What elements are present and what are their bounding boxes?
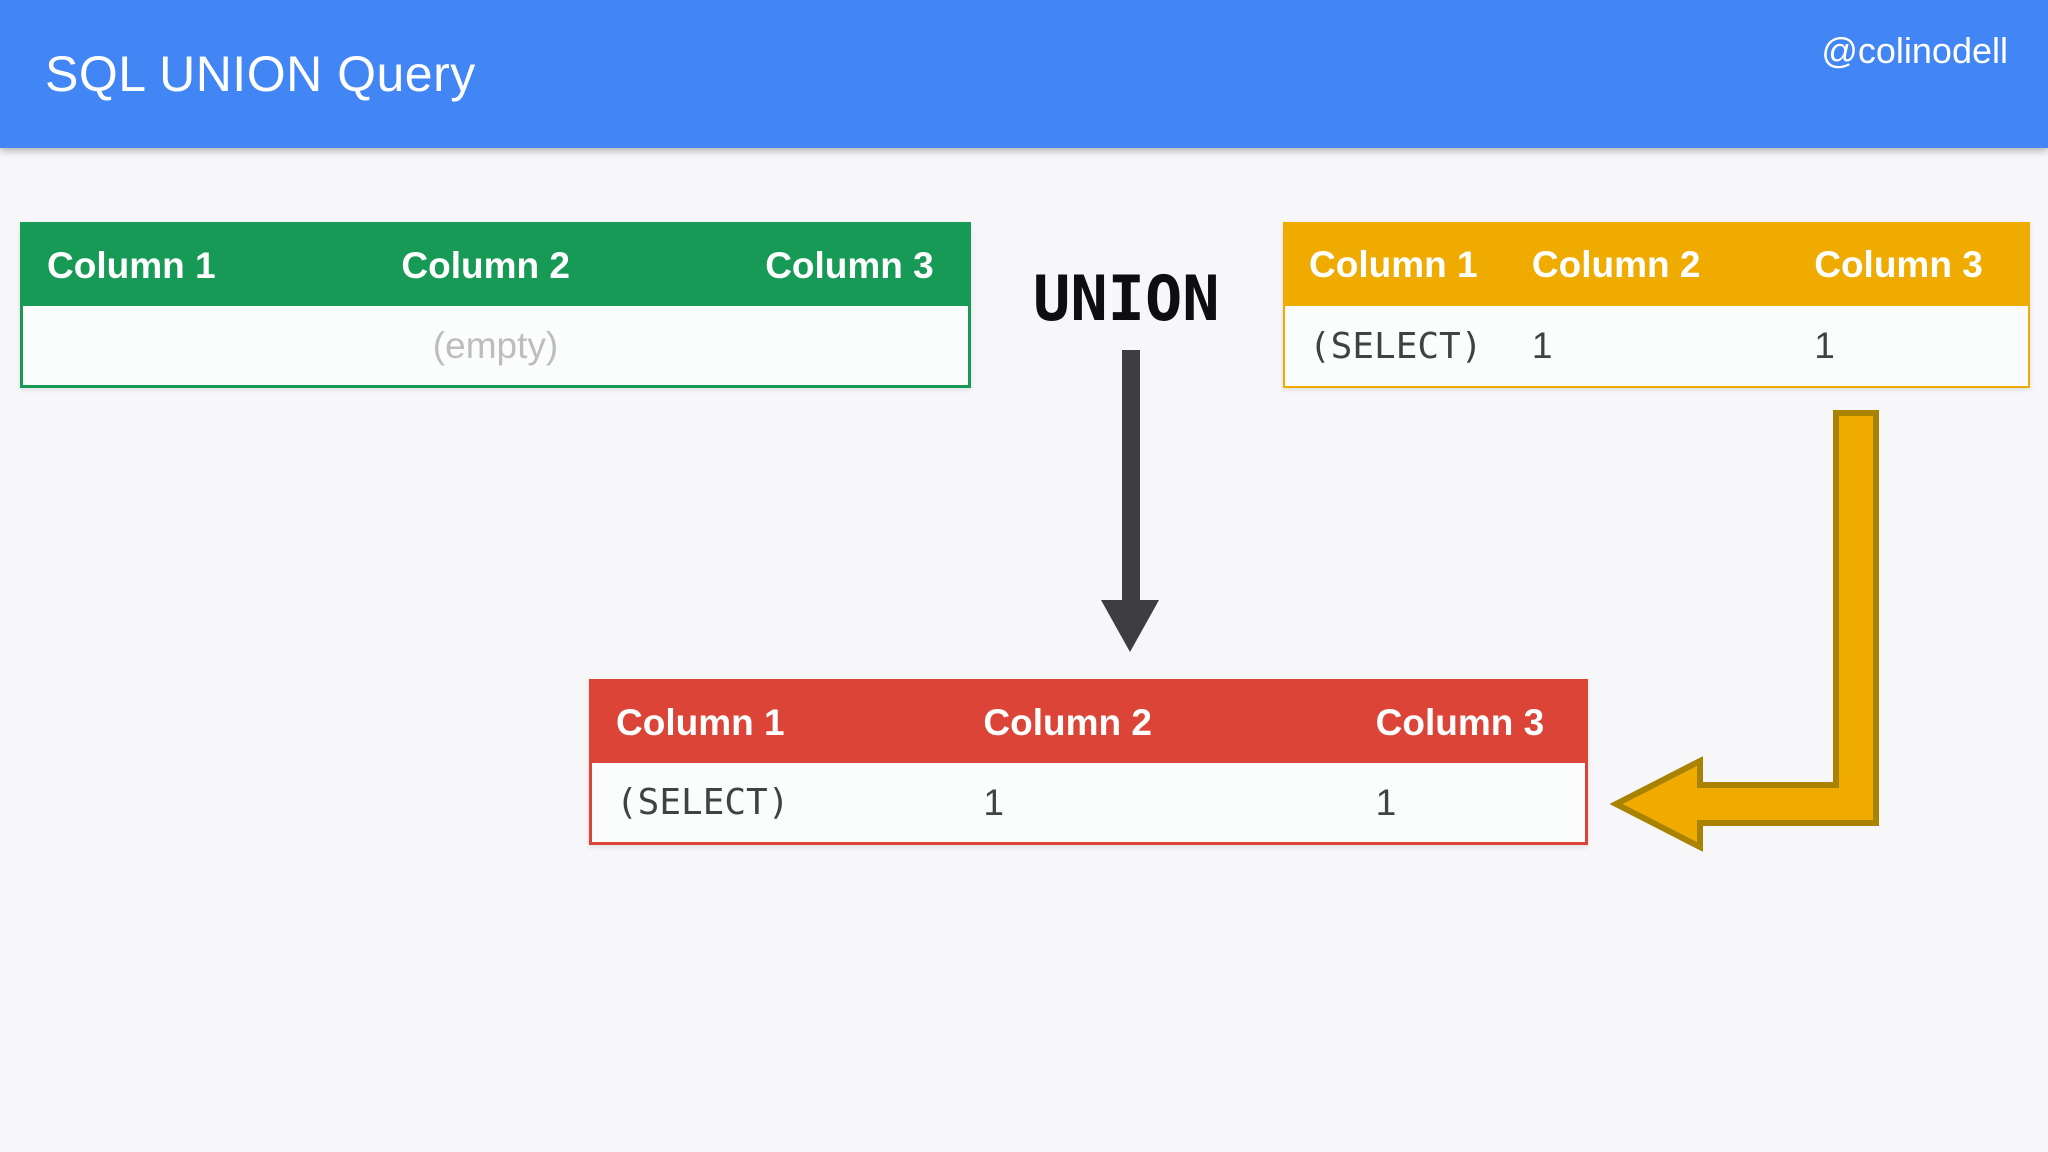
column-header: Column 2 <box>1531 244 1701 285</box>
twitter-handle: @colinodell <box>1821 30 2008 71</box>
cell-value: 1 <box>1375 781 1397 823</box>
column-header: Column 1 <box>47 244 216 286</box>
empty-placeholder: (empty) <box>432 324 559 366</box>
cell-value: 1 <box>1814 325 1835 366</box>
column-header: Column 1 <box>1309 244 1478 285</box>
cell-select: (SELECT) <box>1309 325 1483 367</box>
column-header: Column 3 <box>1814 244 1983 285</box>
column-header: Column 2 <box>401 244 570 286</box>
result-table-header: Column 1 Column 2 Column 3 <box>592 682 1585 763</box>
source-table-empty: Column 1 Column 2 Column 3 (empty) <box>20 222 971 388</box>
source-table-empty-header: Column 1 Column 2 Column 3 <box>23 225 968 306</box>
column-header: Column 3 <box>765 244 934 286</box>
cell-value: 1 <box>983 781 1004 823</box>
union-label: UNION <box>1033 262 1220 335</box>
union-arrow-down-icon <box>1101 350 1159 652</box>
cell-value: 1 <box>1531 325 1553 366</box>
source-table-select: Column 1 Column 2 Column 3 (SELECT) 1 1 <box>1283 222 2030 388</box>
table-row: (empty) <box>23 306 968 385</box>
result-table: Column 1 Column 2 Column 3 (SELECT) 1 1 <box>589 679 1588 845</box>
column-header: Column 1 <box>616 701 785 743</box>
column-header: Column 3 <box>1375 701 1545 743</box>
merge-arrow-icon <box>1609 410 1879 852</box>
app-header: SQL UNION Query @colinodell <box>0 0 2048 148</box>
table-row: (SELECT) 1 1 <box>1285 306 2028 386</box>
table-row: (SELECT) 1 1 <box>592 763 1585 842</box>
cell-select: (SELECT) <box>616 782 790 823</box>
source-table-select-header: Column 1 Column 2 Column 3 <box>1285 224 2028 306</box>
column-header: Column 2 <box>983 701 1152 743</box>
page-title: SQL UNION Query <box>45 46 476 102</box>
